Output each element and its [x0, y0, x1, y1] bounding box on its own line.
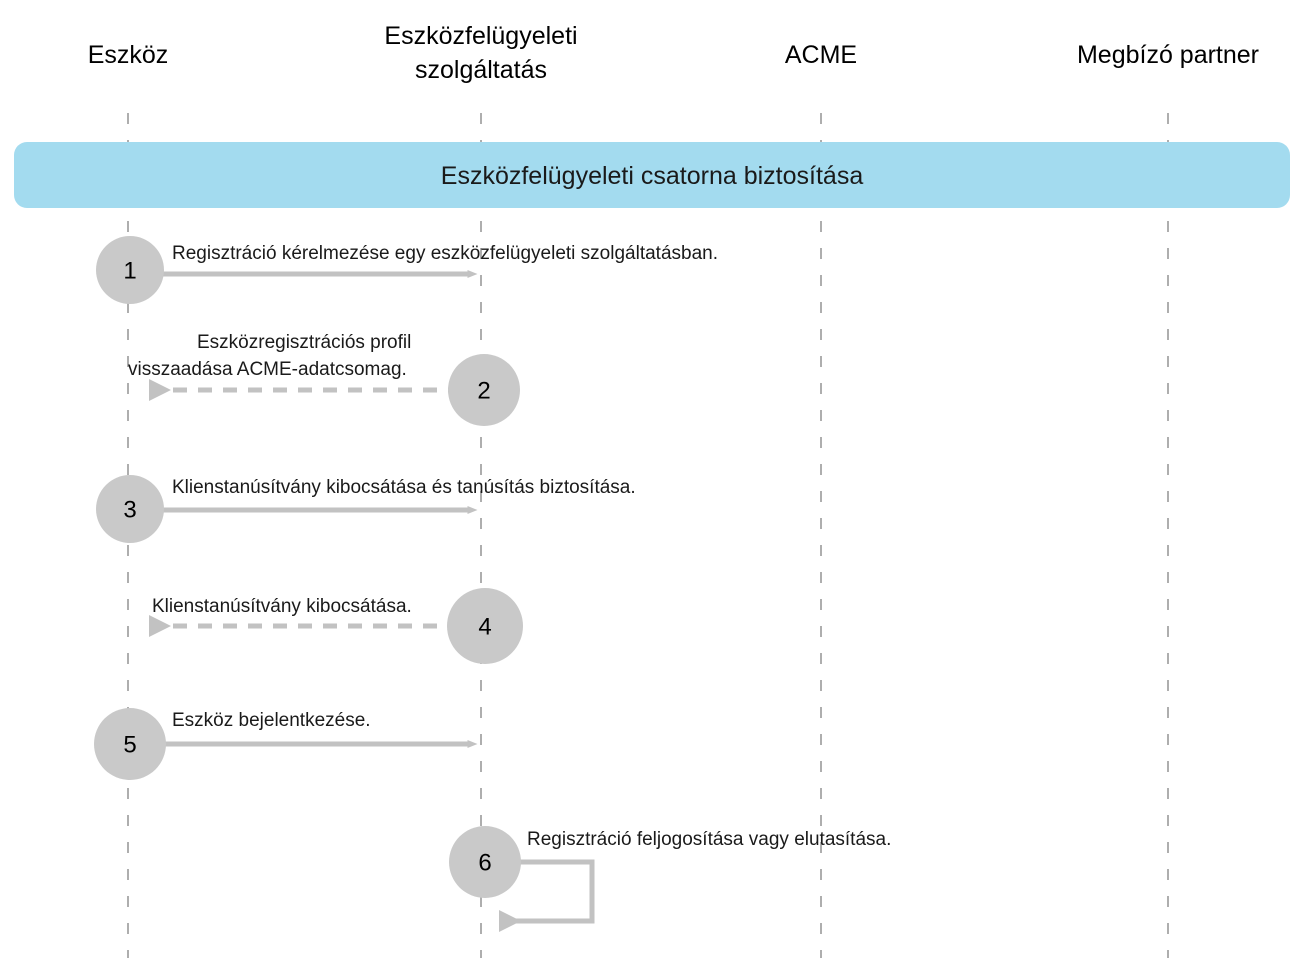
- lifeline-header-acme: ACME: [785, 41, 857, 69]
- step-6-label: Regisztráció feljogosítása vagy elutasít…: [527, 829, 891, 850]
- step-2: Eszközregisztrációs profil visszaadása A…: [128, 332, 520, 426]
- step-2-label-line1: Eszközregisztrációs profil: [197, 332, 411, 353]
- step-4-number: 4: [478, 613, 491, 640]
- lifeline-headers: Eszköz Eszközfelügyeleti szolgáltatás AC…: [88, 22, 1259, 84]
- step-2-label-line2: visszaadása ACME-adatcsomag.: [128, 359, 407, 380]
- step-4-label: Klienstanúsítvány kibocsátása.: [152, 596, 412, 617]
- step-5-number: 5: [123, 731, 136, 758]
- step-6: Regisztráció feljogosítása vagy elutasít…: [449, 826, 891, 932]
- step-1-badge: [96, 236, 164, 304]
- step-6-number: 6: [478, 849, 491, 876]
- step-3-label: Klienstanúsítvány kibocsátása és tanúsít…: [172, 477, 636, 498]
- step-5-badge: [94, 708, 166, 780]
- title-banner: Eszközfelügyeleti csatorna biztosítása: [14, 142, 1290, 208]
- step-3-badge: [96, 475, 164, 543]
- step-1-label: Regisztráció kérelmezése egy eszközfelüg…: [172, 243, 718, 264]
- step-3-number: 3: [123, 496, 136, 523]
- step-6-self-loop-arrow: [499, 859, 595, 932]
- lifeline-header-mdm-service-line1: Eszközfelügyeleti: [384, 22, 577, 50]
- step-5: Eszköz bejelentkezése. 5: [94, 708, 478, 780]
- step-2-number: 2: [477, 377, 490, 404]
- step-2-badge: [448, 354, 520, 426]
- step-6-badge: [449, 826, 521, 898]
- lifeline-header-trusted-partner: Megbízó partner: [1077, 41, 1259, 69]
- lifeline-header-device: Eszköz: [88, 41, 169, 69]
- title-banner-label: Eszközfelügyeleti csatorna biztosítása: [441, 162, 864, 190]
- step-5-label: Eszköz bejelentkezése.: [172, 710, 371, 731]
- step-1-number: 1: [123, 257, 136, 284]
- step-3: Klienstanúsítvány kibocsátása és tanúsít…: [96, 475, 636, 543]
- step-4-badge: [447, 588, 523, 664]
- step-1: Regisztráció kérelmezése egy eszközfelüg…: [96, 236, 718, 304]
- title-banner-background: [14, 142, 1290, 208]
- step-4: Klienstanúsítvány kibocsátása. 4: [149, 588, 523, 664]
- lifeline-header-mdm-service-line2: szolgáltatás: [415, 56, 547, 84]
